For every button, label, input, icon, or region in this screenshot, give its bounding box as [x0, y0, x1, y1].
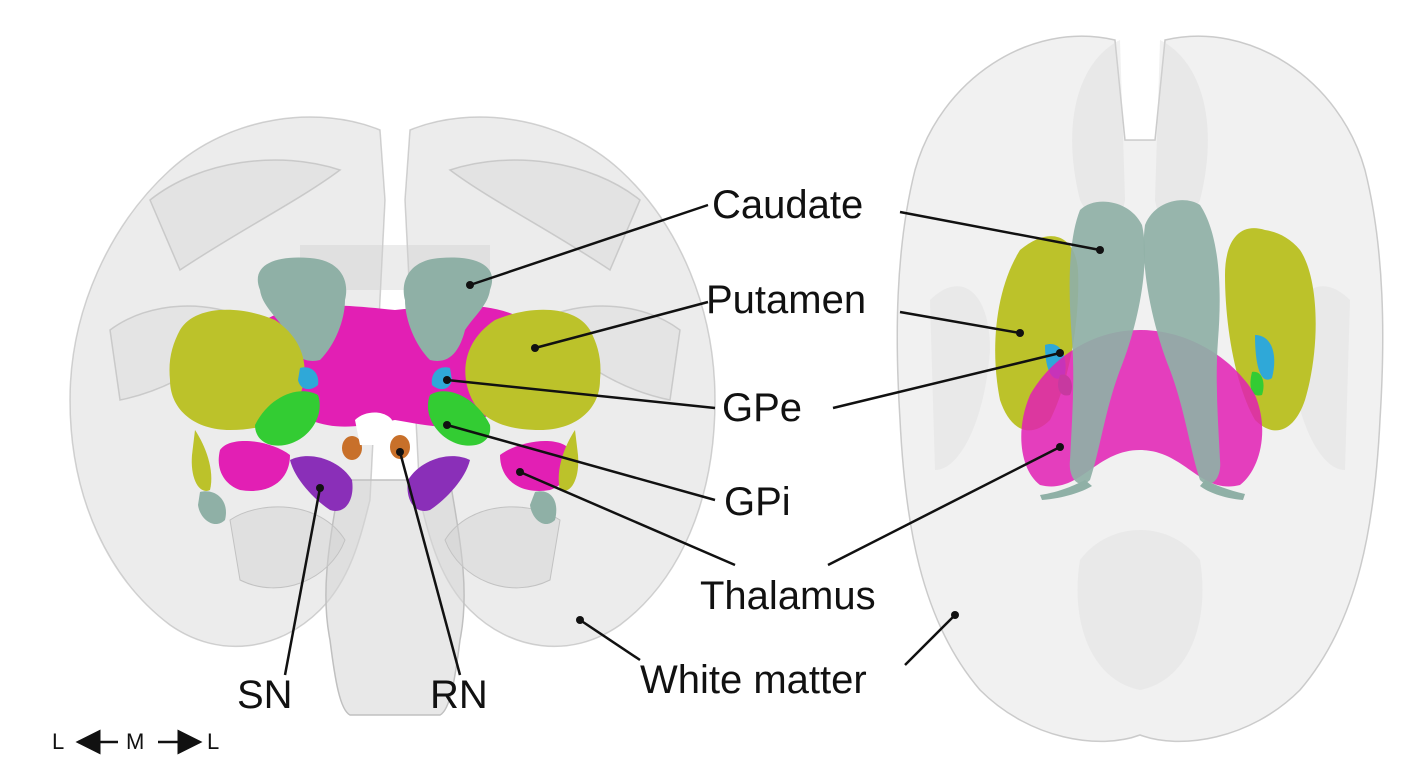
- orientation-middle-label: M: [126, 731, 144, 753]
- label-caudate: Caudate: [712, 185, 863, 225]
- axial-view: [897, 36, 1383, 741]
- label-thalamus: Thalamus: [700, 576, 876, 616]
- orientation-left-label: L: [52, 731, 64, 753]
- label-rn: RN: [430, 675, 488, 715]
- label-putamen: Putamen: [706, 280, 866, 320]
- label-sn: SN: [237, 675, 293, 715]
- orientation-right-label: L: [207, 731, 219, 753]
- label-gpi: GPi: [724, 482, 791, 522]
- coronal-view: [70, 117, 715, 715]
- coronal-putamen-right: [465, 310, 600, 430]
- label-white-matter: White matter: [640, 660, 867, 700]
- label-gpe: GPe: [722, 388, 802, 428]
